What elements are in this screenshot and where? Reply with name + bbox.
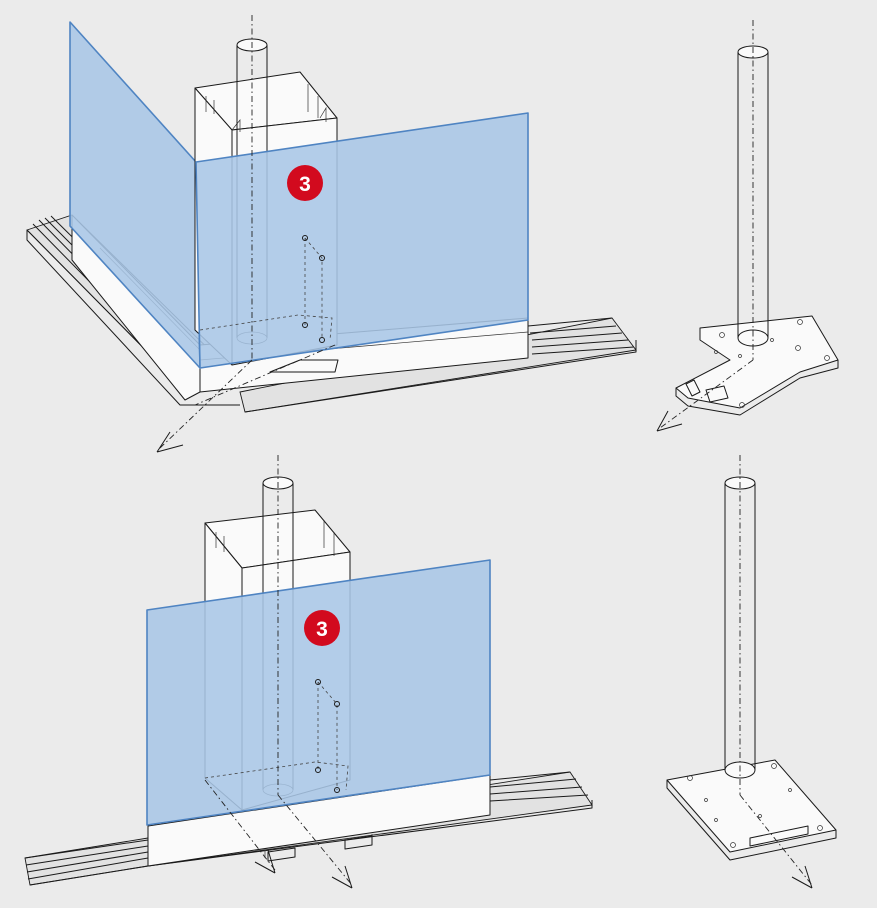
corner-assembly-view: 3 bbox=[26, 15, 637, 453]
corner-plate-column bbox=[737, 45, 769, 347]
corner-badge-label: 3 bbox=[299, 173, 311, 196]
straight-glass-panel bbox=[146, 559, 491, 826]
corner-glass-right bbox=[195, 112, 529, 369]
corner-base-plate-view bbox=[656, 20, 839, 432]
straight-badge-label: 3 bbox=[316, 618, 328, 641]
straight-assembly-view: 3 bbox=[24, 455, 593, 889]
straight-base-plate-view bbox=[666, 455, 837, 889]
corner-badge: 3 bbox=[287, 165, 323, 201]
straight-badge: 3 bbox=[304, 610, 340, 646]
